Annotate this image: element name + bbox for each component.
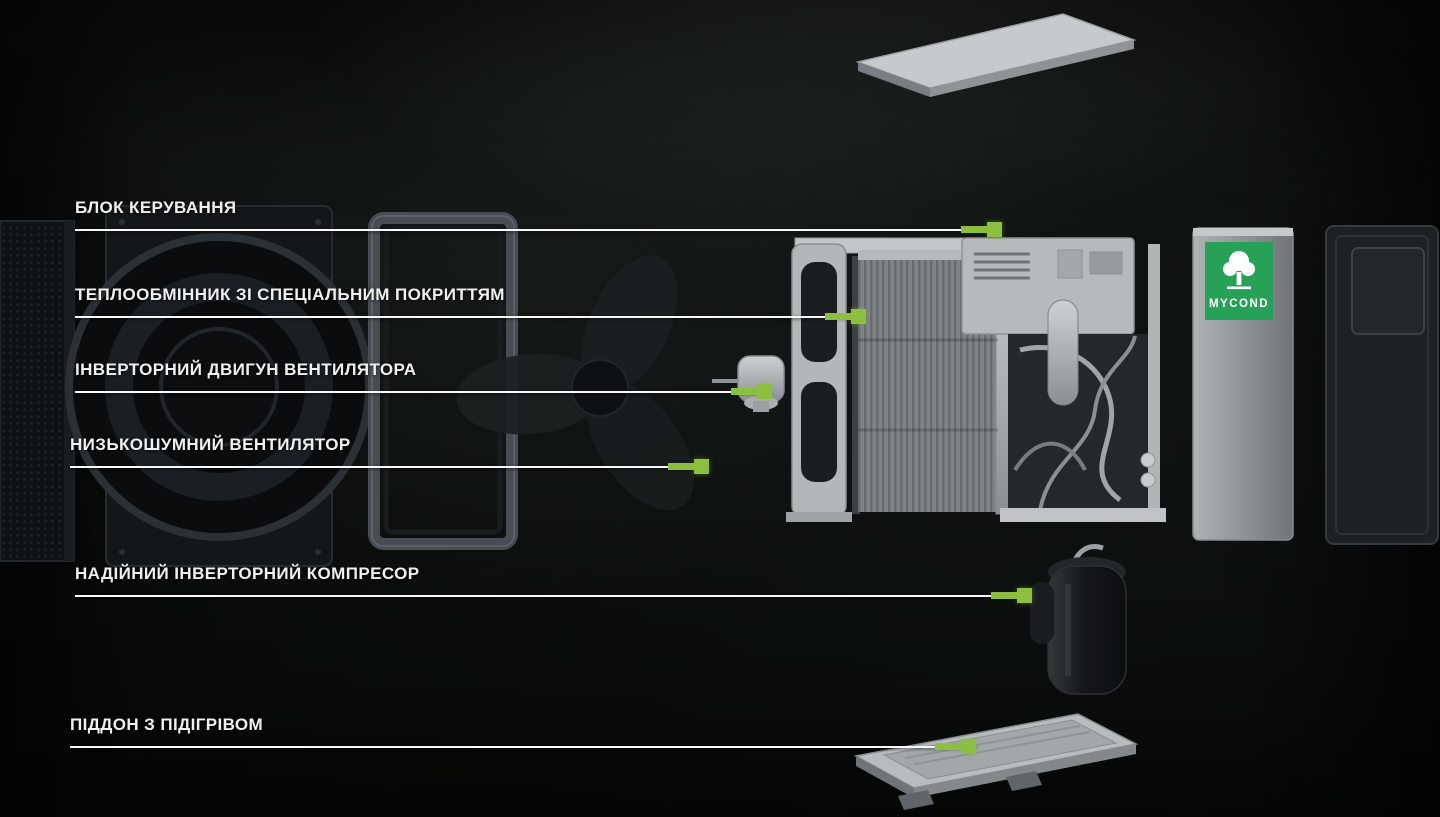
callout-stub xyxy=(825,313,851,320)
refrigerant-pipes xyxy=(1000,244,1166,522)
brand-logo: MYCOND xyxy=(1205,242,1273,320)
callout-label-base-pan: ПІДДОН З ПІДІГРІВОМ xyxy=(70,715,264,734)
callout-line xyxy=(75,595,1032,597)
callout-stub xyxy=(961,226,987,233)
brand-name: MYCOND xyxy=(1209,298,1269,310)
fan-blade xyxy=(456,255,694,511)
callout-line xyxy=(70,746,976,748)
top-cover-panel xyxy=(855,13,1137,97)
callout-label-heat-exchanger: ТЕПЛООБМІННИК ЗІ СПЕЦІАЛЬНИМ ПОКРИТТЯМ xyxy=(75,285,505,304)
callout-label-fan-motor: ІНВЕРТОРНИЙ ДВИГУН ВЕНТИЛЯТОРА xyxy=(75,360,417,379)
fan-grille-panel xyxy=(65,205,373,567)
callout-stub xyxy=(731,388,757,395)
callout-tip xyxy=(757,384,772,399)
callout-stub xyxy=(991,592,1017,599)
compressor xyxy=(1030,544,1127,695)
callout-label-control-unit: БЛОК КЕРУВАННЯ xyxy=(75,198,237,217)
callout-line xyxy=(75,316,866,318)
control-unit-box xyxy=(961,237,1135,335)
callout-stub xyxy=(668,463,694,470)
callout-tip xyxy=(1017,588,1032,603)
callout-label-compressor: НАДІЙНИЙ ІНВЕРТОРНИЙ КОМПРЕСОР xyxy=(75,564,420,583)
callout-tip xyxy=(694,459,709,474)
callout-line xyxy=(70,466,709,468)
partition-bracket xyxy=(786,237,1004,522)
callout-stub xyxy=(935,743,961,750)
callout-tip xyxy=(987,222,1002,237)
callout-line xyxy=(75,229,1002,231)
callout-tip xyxy=(961,739,976,754)
side-panel-with-logo: MYCOND xyxy=(1192,227,1294,541)
callout-label-fan: НИЗЬКОШУМНИЙ ВЕНТИЛЯТОР xyxy=(70,435,351,454)
base-pan xyxy=(853,713,1139,810)
callout-tip xyxy=(851,309,866,324)
callout-line xyxy=(75,391,772,393)
tree-logo-icon xyxy=(1223,251,1255,290)
right-side-panel xyxy=(1325,225,1439,545)
